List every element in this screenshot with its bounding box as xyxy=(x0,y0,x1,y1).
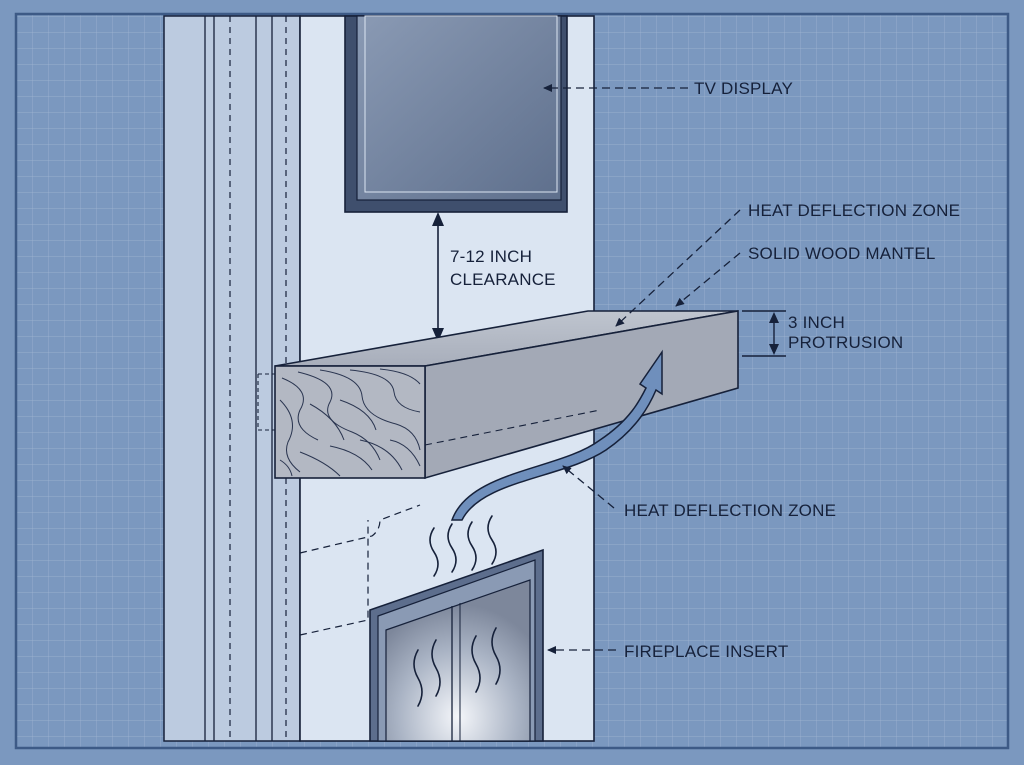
label-solid-wood-mantel: SOLID WOOD MANTEL xyxy=(748,244,936,263)
label-fireplace-insert: FIREPLACE INSERT xyxy=(624,642,788,661)
hidden-lines xyxy=(299,504,421,636)
clearance-dimension xyxy=(432,212,444,342)
solid-wood-mantel xyxy=(257,310,739,480)
heat-waves-icon xyxy=(429,515,497,577)
wood-grain xyxy=(279,368,421,477)
flame-icon xyxy=(413,627,501,707)
blueprint-border xyxy=(14,12,1010,750)
label-tv-display: TV DISPLAY xyxy=(694,79,793,98)
label-protrusion-line1: 3 INCH xyxy=(788,313,845,332)
label-heat-deflection-zone-bottom: HEAT DEFLECTION ZONE xyxy=(624,501,836,520)
label-heat-deflection-zone-top: HEAT DEFLECTION ZONE xyxy=(748,201,960,220)
protrusion-dimension xyxy=(742,310,786,357)
heat-flow-arrow xyxy=(450,349,663,521)
tv-display xyxy=(344,15,568,213)
label-protrusion-line2: PROTRUSION xyxy=(788,333,903,352)
label-clearance-line2: CLEARANCE xyxy=(450,270,556,289)
leader-lines xyxy=(543,84,741,654)
fireplace-insert xyxy=(369,548,544,742)
label-clearance-line1: 7-12 INCH xyxy=(450,247,532,266)
